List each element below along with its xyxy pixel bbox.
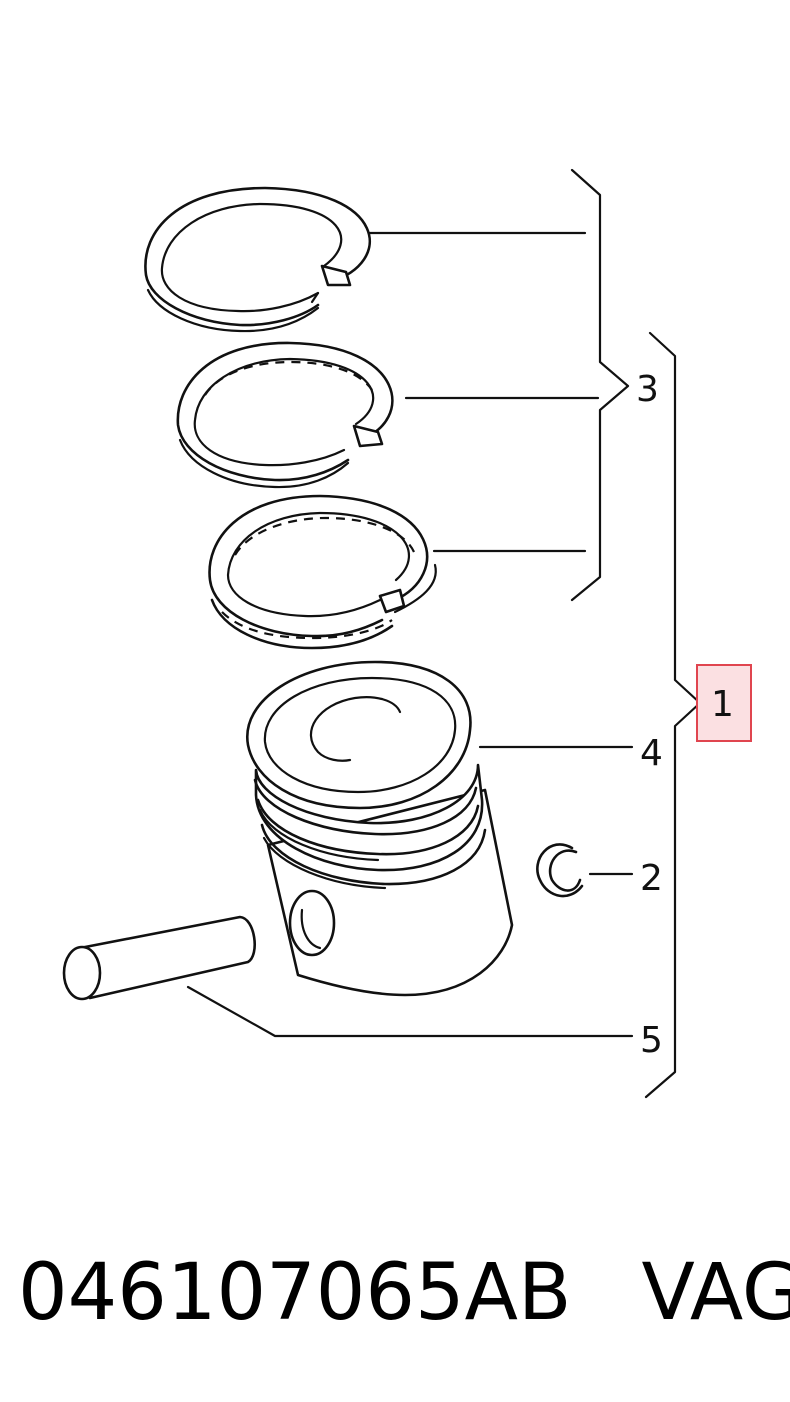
gudgeon-pin bbox=[62, 915, 256, 1001]
highlight-box-item-1 bbox=[696, 664, 752, 742]
part-number-footer: 046107065AB VAG bbox=[18, 1248, 790, 1338]
piston-ring-top bbox=[144, 186, 371, 333]
bracket-item-1 bbox=[644, 331, 702, 1099]
piston-ring-oil bbox=[208, 494, 437, 650]
label-item-3: 3 bbox=[636, 369, 659, 410]
label-item-2: 2 bbox=[640, 858, 663, 899]
piston-ring-middle bbox=[176, 341, 394, 489]
bracket-item-3 bbox=[570, 168, 630, 602]
label-item-1: 1 bbox=[711, 684, 734, 725]
piston bbox=[246, 660, 514, 997]
brand-name: VAG bbox=[641, 1248, 790, 1338]
leader-lines bbox=[186, 231, 634, 1038]
circlip bbox=[536, 843, 584, 898]
label-item-4: 4 bbox=[640, 733, 663, 774]
part-number: 046107065AB bbox=[18, 1248, 572, 1338]
label-item-5: 5 bbox=[640, 1020, 663, 1061]
